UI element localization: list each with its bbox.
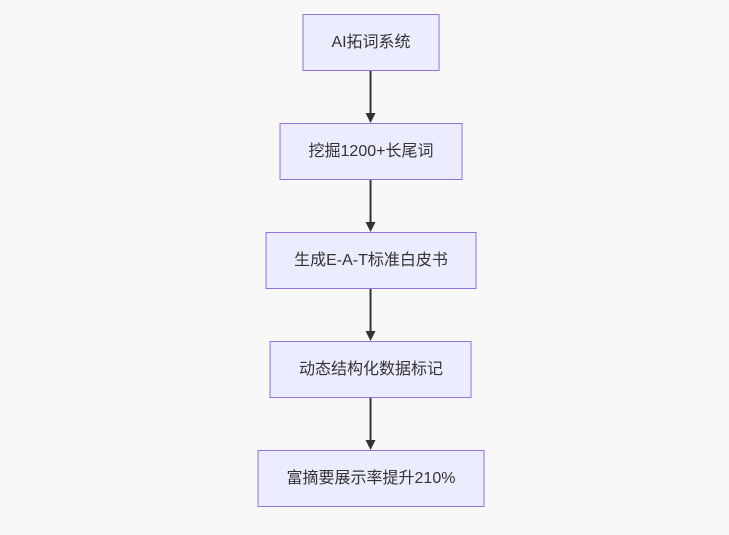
flowchart-node: AI拓词系统: [302, 14, 440, 71]
flowchart-node-label: AI拓词系统: [331, 33, 411, 51]
flowchart-node: 生成E-A-T标准白皮书: [265, 232, 477, 289]
flowchart-column: AI拓词系统 挖掘1200+长尾词 生成E-A-T标准白皮书 动态结构化数据标记…: [257, 14, 485, 507]
arrow-head-icon: [366, 222, 376, 232]
arrow-line: [370, 398, 372, 440]
flowchart-edge: [366, 71, 376, 123]
flowchart-edge: [366, 289, 376, 341]
flowchart-node-label: 动态结构化数据标记: [298, 360, 443, 378]
flowchart-node-label: 挖掘1200+长尾词: [308, 142, 434, 160]
flowchart-node: 富摘要展示率提升210%: [257, 450, 485, 507]
arrow-line: [370, 289, 372, 331]
arrow-line: [370, 71, 372, 113]
arrow-head-icon: [366, 113, 376, 123]
flowchart-node-label: 富摘要展示率提升210%: [286, 469, 456, 487]
arrow-line: [370, 180, 372, 222]
flowchart-node-label: 生成E-A-T标准白皮书: [294, 251, 448, 269]
arrow-head-icon: [366, 331, 376, 341]
flowchart-node: 挖掘1200+长尾词: [279, 123, 463, 180]
flowchart-edge: [366, 398, 376, 450]
flowchart-node: 动态结构化数据标记: [269, 341, 472, 398]
arrow-head-icon: [366, 440, 376, 450]
flowchart-edge: [366, 180, 376, 232]
